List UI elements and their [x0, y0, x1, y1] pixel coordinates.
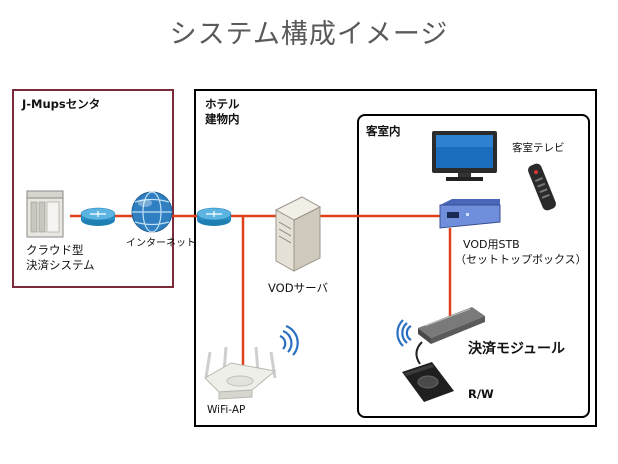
reader-cable	[415, 341, 423, 365]
wifi-ap-label: WiFi-AP	[207, 404, 246, 416]
server-rack-icon	[26, 190, 64, 238]
guest-room-box	[357, 114, 590, 418]
vod-server-label: VODサーバ	[268, 281, 328, 295]
stb-label-line2: （セットトップボックス）	[455, 253, 587, 266]
center-title: J-Mupsセンタ	[22, 97, 101, 111]
hotel-building-box	[194, 89, 597, 427]
payment-module-icon	[418, 307, 485, 344]
router-icon	[196, 207, 232, 226]
globe-icon	[131, 191, 173, 233]
wifi-signal-icon	[396, 319, 412, 347]
wifi-access-point-icon	[204, 346, 277, 400]
tower-server-icon	[274, 196, 322, 272]
tv-icon	[432, 131, 497, 181]
internet-label: インターネット	[126, 238, 196, 249]
hotel-label-line2: 建物内	[205, 112, 240, 126]
remote-control-icon	[528, 163, 556, 211]
connection-lines	[70, 214, 452, 365]
hotel-label-line1: ホテル	[205, 97, 240, 111]
room-title: 客室内	[366, 124, 401, 138]
payment-module-label: 決済モジュール	[468, 341, 566, 357]
page-title: システム構成イメージ	[169, 19, 449, 50]
set-top-box-icon	[439, 199, 501, 229]
router-icon	[80, 207, 116, 226]
wifi-signal-icon	[279, 324, 299, 356]
cloud-label-line2: 決済システム	[26, 258, 95, 272]
tv-label: 客室テレビ	[512, 142, 565, 154]
stb-label-line1: VOD用STB	[463, 238, 520, 251]
jmups-center-box	[12, 89, 174, 288]
cloud-label-line1: クラウド型	[26, 243, 84, 257]
card-reader-icon	[402, 362, 454, 402]
rw-label: R/W	[468, 387, 494, 401]
